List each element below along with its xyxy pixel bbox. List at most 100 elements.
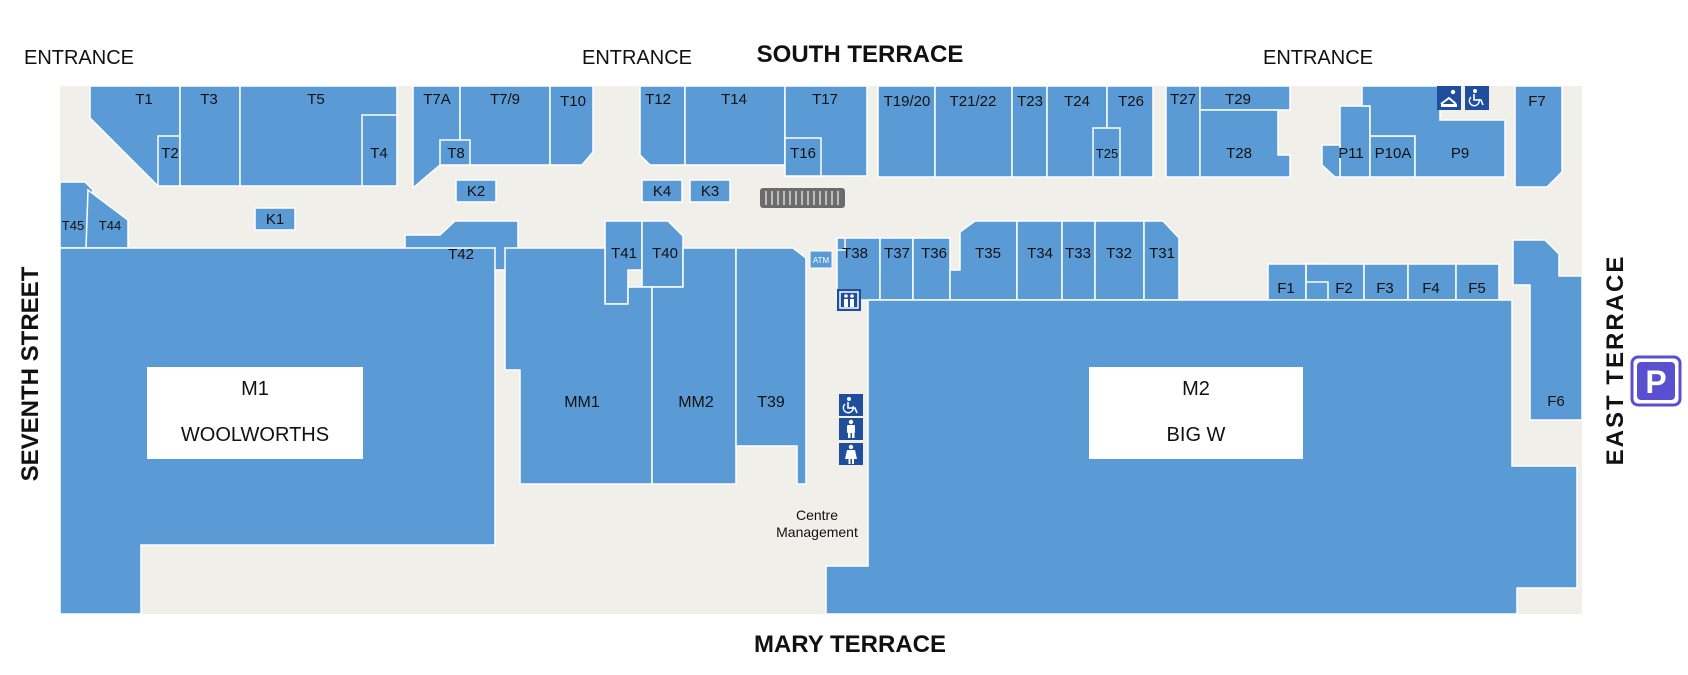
tenancy-T19-20[interactable] (877, 85, 936, 178)
tenancy-T31[interactable] (1143, 220, 1180, 301)
label-P9: P9 (1451, 145, 1469, 162)
atm-label: ATM (813, 256, 830, 265)
label-T33: T33 (1065, 245, 1091, 262)
tenancy-P11[interactable] (1339, 105, 1371, 178)
label-T23: T23 (1017, 93, 1043, 110)
label-T28: T28 (1226, 145, 1252, 162)
label-T19-20: T19/20 (884, 93, 931, 110)
tenancy-F6[interactable] (1512, 239, 1583, 421)
label-T7-9: T7/9 (490, 91, 520, 108)
anchor-label-box-m2 (1089, 367, 1303, 459)
label-T25: T25 (1096, 146, 1118, 161)
tenancy-T14[interactable] (684, 85, 786, 166)
label-T21-22: T21/22 (950, 93, 997, 110)
centre-management-line2: Management (776, 524, 858, 540)
tenancy-F2-notch (1305, 264, 1329, 301)
label-P10A: P10A (1375, 145, 1412, 162)
anchor-code-m1: M1 (241, 378, 269, 400)
tenancy-T8[interactable] (439, 139, 471, 166)
label-T27: T27 (1170, 91, 1196, 108)
tenancy-T38-top (836, 237, 846, 251)
label-T31: T31 (1149, 245, 1175, 262)
tenancy-P11-lip (1321, 144, 1341, 178)
street-east: EAST TERRACE (1602, 255, 1629, 466)
label-T44: T44 (99, 218, 121, 233)
anchor-code-m2: M2 (1182, 378, 1210, 400)
label-T16: T16 (790, 145, 816, 162)
label-T39: T39 (757, 394, 785, 411)
tenancy-T39[interactable] (735, 247, 807, 485)
label-T42: T42 (448, 246, 474, 263)
label-K3: K3 (701, 183, 719, 200)
accessible-toilet-icon (839, 394, 863, 416)
tenancy-K3[interactable] (689, 179, 731, 203)
tenancy-T3[interactable] (179, 85, 241, 187)
label-T17: T17 (812, 91, 838, 108)
label-P11: P11 (1338, 145, 1364, 162)
label-T2: T2 (161, 145, 179, 162)
label-T38: T38 (842, 245, 868, 262)
label-K4: K4 (653, 183, 671, 200)
tenancy-T21-22[interactable] (934, 85, 1013, 178)
parking-label: P (1645, 364, 1666, 400)
label-T37: T37 (884, 245, 910, 262)
anchor-name-m1: WOOLWORTHS (181, 424, 329, 446)
tenancy-T27[interactable] (1165, 85, 1201, 178)
tenancy-F7[interactable] (1514, 85, 1563, 188)
lift-icon (837, 289, 861, 311)
street-south: MARY TERRACE (754, 631, 946, 658)
label-T24: T24 (1064, 93, 1090, 110)
label-K1: K1 (266, 211, 284, 228)
label-K2: K2 (467, 183, 485, 200)
label-MM2: MM2 (678, 394, 714, 411)
label-T41: T41 (611, 245, 637, 262)
label-F4: F4 (1422, 280, 1440, 297)
label-F1: F1 (1277, 280, 1295, 297)
label-T12: T12 (645, 91, 671, 108)
label-T35: T35 (975, 245, 1001, 262)
label-T36: T36 (921, 245, 947, 262)
female-toilet-icon (839, 443, 863, 465)
tenancy-T10[interactable] (549, 85, 594, 166)
male-toilet-icon (839, 418, 863, 440)
label-T3: T3 (200, 91, 218, 108)
anchor-name-m2: BIG W (1167, 424, 1226, 446)
parents-room-icon (1437, 86, 1461, 110)
tenancy-T32[interactable] (1094, 220, 1145, 301)
centre-management-line1: Centre (796, 507, 838, 523)
label-F3: F3 (1376, 280, 1394, 297)
label-T26: T26 (1118, 93, 1144, 110)
label-T1: T1 (135, 91, 153, 108)
tenancy-F5[interactable] (1455, 263, 1500, 301)
label-F6: F6 (1547, 393, 1565, 410)
tenancy-T7-9[interactable] (459, 85, 551, 166)
tenancy-K4[interactable] (641, 179, 683, 203)
tenancy-T28[interactable] (1199, 109, 1291, 178)
entrance-label-west: ENTRANCE (24, 47, 134, 69)
label-MM1: MM1 (564, 394, 600, 411)
label-T34: T34 (1027, 245, 1053, 262)
tenancy-K2[interactable] (455, 179, 497, 203)
label-F2: F2 (1335, 280, 1353, 297)
street-north: SOUTH TERRACE (757, 41, 964, 68)
tenancy-T12[interactable] (639, 85, 686, 166)
label-T29: T29 (1225, 91, 1251, 108)
tenancy-T16[interactable] (784, 137, 822, 177)
label-F5: F5 (1468, 280, 1486, 297)
label-T32: T32 (1106, 245, 1132, 262)
parking-icon (1630, 355, 1682, 407)
street-west: SEVENTH STREET (17, 266, 44, 481)
label-F7: F7 (1528, 93, 1546, 110)
label-T14: T14 (721, 91, 747, 108)
atm-icon (809, 250, 833, 269)
label-T5: T5 (307, 91, 325, 108)
accessible-icon (1465, 86, 1489, 110)
tenancy-T4[interactable] (361, 114, 398, 187)
entrance-label-east: ENTRANCE (1263, 47, 1373, 69)
tenancy-T25[interactable] (1092, 127, 1121, 178)
tenancy-K1[interactable] (254, 207, 296, 231)
tenancy-T29[interactable] (1199, 85, 1291, 111)
tenancy-F3[interactable] (1363, 263, 1409, 301)
tenancy-T37[interactable] (879, 237, 914, 301)
